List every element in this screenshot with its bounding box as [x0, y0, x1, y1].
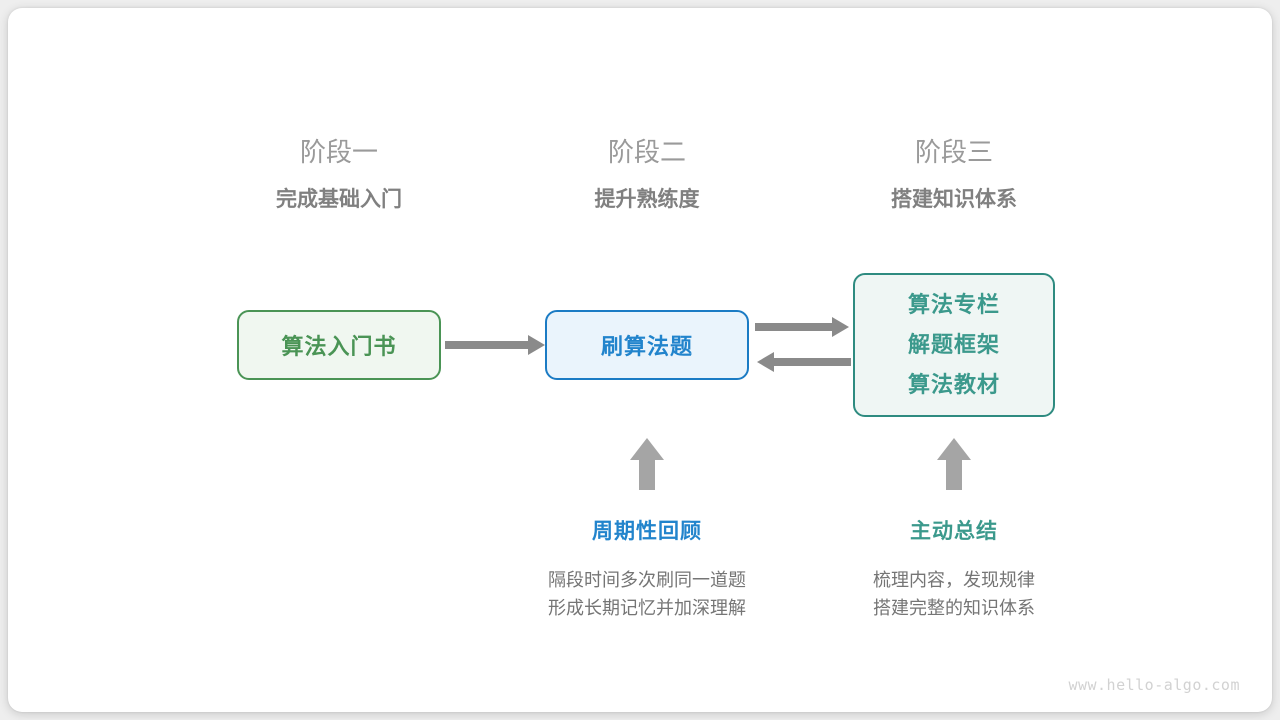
stage-subtitle-3: 搭建知识体系 [891, 188, 1017, 211]
node-practice-label: 刷算法题 [600, 334, 693, 359]
stage-number-3: 阶段三 [914, 137, 993, 167]
arrow-up-review-head [630, 438, 664, 460]
node-learning-resources[interactable]: 算法专栏 解题框架 算法教材 [853, 273, 1055, 417]
node-practice-problems[interactable]: 刷算法题 [545, 310, 749, 380]
diagram-card: 阶段一 完成基础入门 阶段二 提升熟练度 阶段三 搭建知识体系 算法入门书 刷算… [8, 8, 1272, 712]
arrow-up-summary-head [937, 438, 971, 460]
watermark-url: www.hello-algo.com [1068, 676, 1240, 694]
node-resources-line-1: 算法专栏 [907, 292, 1000, 317]
arrow-right-book-to-practice-icon [445, 341, 529, 349]
arrow-left-resources-to-practice-icon [773, 358, 851, 366]
arrow-right-practice-to-resources-icon [755, 323, 833, 331]
arrow-up-summary-shaft [946, 458, 962, 490]
annotation-review-desc-line-1: 隔段时间多次刷同一道题 [548, 570, 746, 590]
node-resources-line-3: 算法教材 [907, 372, 1000, 397]
annotation-summary-description: 梳理内容，发现规律 搭建完整的知识体系 [804, 566, 1104, 622]
stage-number-2: 阶段二 [607, 137, 686, 167]
arrow-up-review-shaft [639, 458, 655, 490]
stage-header-3: 阶段三 搭建知识体系 [824, 135, 1084, 215]
annotation-review-desc-line-2: 形成长期记忆并加深理解 [548, 598, 746, 618]
annotation-summary-title: 主动总结 [910, 520, 998, 543]
node-algorithm-intro-book[interactable]: 算法入门书 [237, 310, 441, 380]
arrow-up-summary-icon [937, 438, 971, 490]
annotation-summary-desc-line-1: 梳理内容，发现规律 [873, 570, 1035, 590]
annotation-summary-desc-line-2: 搭建完整的知识体系 [873, 598, 1035, 618]
stage-header-1: 阶段一 完成基础入门 [209, 135, 469, 215]
stage-number-1: 阶段一 [299, 137, 378, 167]
annotation-active-summary: 主动总结 梳理内容，发现规律 搭建完整的知识体系 [804, 518, 1104, 622]
annotation-periodic-review: 周期性回顾 隔段时间多次刷同一道题 形成长期记忆并加深理解 [497, 518, 797, 622]
node-book-label: 算法入门书 [281, 334, 397, 359]
stage-subtitle-2: 提升熟练度 [594, 188, 700, 211]
arrow-up-review-icon [630, 438, 664, 490]
annotation-review-title: 周期性回顾 [592, 520, 702, 543]
stage-subtitle-1: 完成基础入门 [276, 188, 402, 211]
annotation-review-description: 隔段时间多次刷同一道题 形成长期记忆并加深理解 [497, 566, 797, 622]
node-resources-line-2: 解题框架 [907, 332, 1000, 357]
stage-header-2: 阶段二 提升熟练度 [517, 135, 777, 215]
